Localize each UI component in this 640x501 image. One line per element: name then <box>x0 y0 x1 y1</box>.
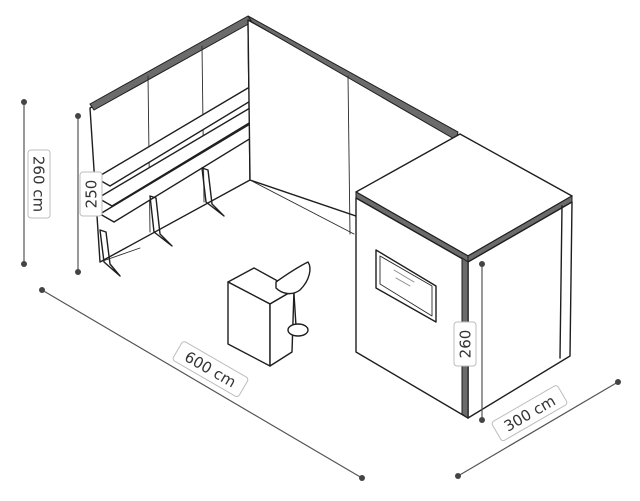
bar-stool <box>275 261 311 337</box>
left-back-wall <box>89 15 265 277</box>
dimension-overall-height <box>21 99 27 267</box>
dimension-wall-height <box>75 113 81 275</box>
reception-counter <box>227 267 295 367</box>
floor <box>99 179 355 263</box>
wall-height-text: 250 <box>83 180 101 209</box>
monitor-screen <box>375 249 437 323</box>
booth-height-text: 260 <box>457 330 475 359</box>
dimension-depth <box>455 379 621 479</box>
dimension-width <box>39 287 365 481</box>
storage-cabin <box>355 133 573 419</box>
label-booth-height: 260 <box>453 321 477 367</box>
overall-height-text: 260 cm <box>30 156 48 212</box>
label-wall-height: 250 <box>79 171 103 217</box>
label-overall-height: 260 cm <box>27 149 51 219</box>
dimension-booth-height <box>479 261 485 423</box>
